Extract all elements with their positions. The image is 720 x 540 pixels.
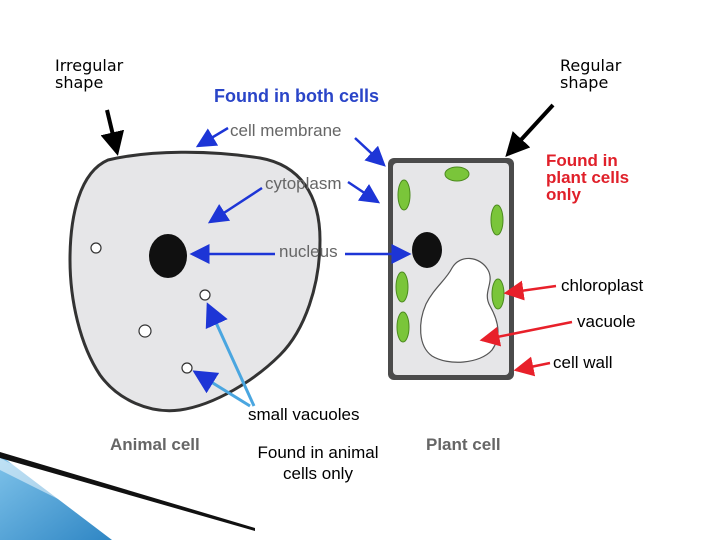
chloroplast-label: chloroplast xyxy=(561,276,644,295)
cell-membrane-label: cell membrane xyxy=(230,121,342,140)
arrow-chloroplast xyxy=(503,280,557,301)
chloroplast xyxy=(490,204,504,236)
chloroplast xyxy=(491,278,505,310)
arrow-cell-wall xyxy=(513,356,551,377)
chloroplast xyxy=(395,271,409,303)
chloroplast xyxy=(396,311,410,343)
arrow-regular-shape xyxy=(505,103,555,157)
small-vacuole xyxy=(181,362,193,374)
arrow-cytoplasm xyxy=(207,186,263,224)
regular-shape-label: Regular shape xyxy=(560,56,622,92)
plant-vacuole xyxy=(420,257,499,363)
found-in-plant-cells-label: Found in plant cells only xyxy=(546,151,630,204)
plant-cell-label: Plant cell xyxy=(426,435,501,454)
small-vacuole xyxy=(199,289,211,301)
small-vacuole xyxy=(138,324,152,338)
found-in-both-cells-label: Found in both cells xyxy=(214,86,379,106)
small-vacuoles-label: small vacuoles xyxy=(248,405,360,424)
vacuole-label: vacuole xyxy=(577,312,636,331)
arrow-small-vacuole-2 xyxy=(192,370,251,408)
slide-corner-line-2 xyxy=(0,458,160,540)
chloroplast xyxy=(444,166,470,182)
plant-nucleus xyxy=(412,232,442,268)
arrow-small-vacuole-1 xyxy=(205,302,256,407)
small-vacuole xyxy=(90,242,102,254)
arrow-membrane-plant xyxy=(354,137,386,167)
slide-corner-line xyxy=(0,452,255,531)
arrow-membrane-animal xyxy=(195,126,229,148)
arrow-cytoplasm-plant xyxy=(347,180,381,204)
cell-wall-label: cell wall xyxy=(553,353,613,372)
arrow-irregular-shape xyxy=(100,109,125,156)
found-in-animal-cells-label: Found in animal cells only xyxy=(257,443,379,484)
nucleus-label: nucleus xyxy=(279,242,338,261)
chloroplast xyxy=(397,179,411,211)
animal-cell-membrane xyxy=(68,150,322,413)
animal-cell-label: Animal cell xyxy=(110,435,200,454)
animal-nucleus xyxy=(149,234,187,278)
irregular-shape-label: Irregular shape xyxy=(55,56,124,92)
arrow-vacuole xyxy=(479,320,573,347)
cytoplasm-label: cytoplasm xyxy=(265,174,342,193)
